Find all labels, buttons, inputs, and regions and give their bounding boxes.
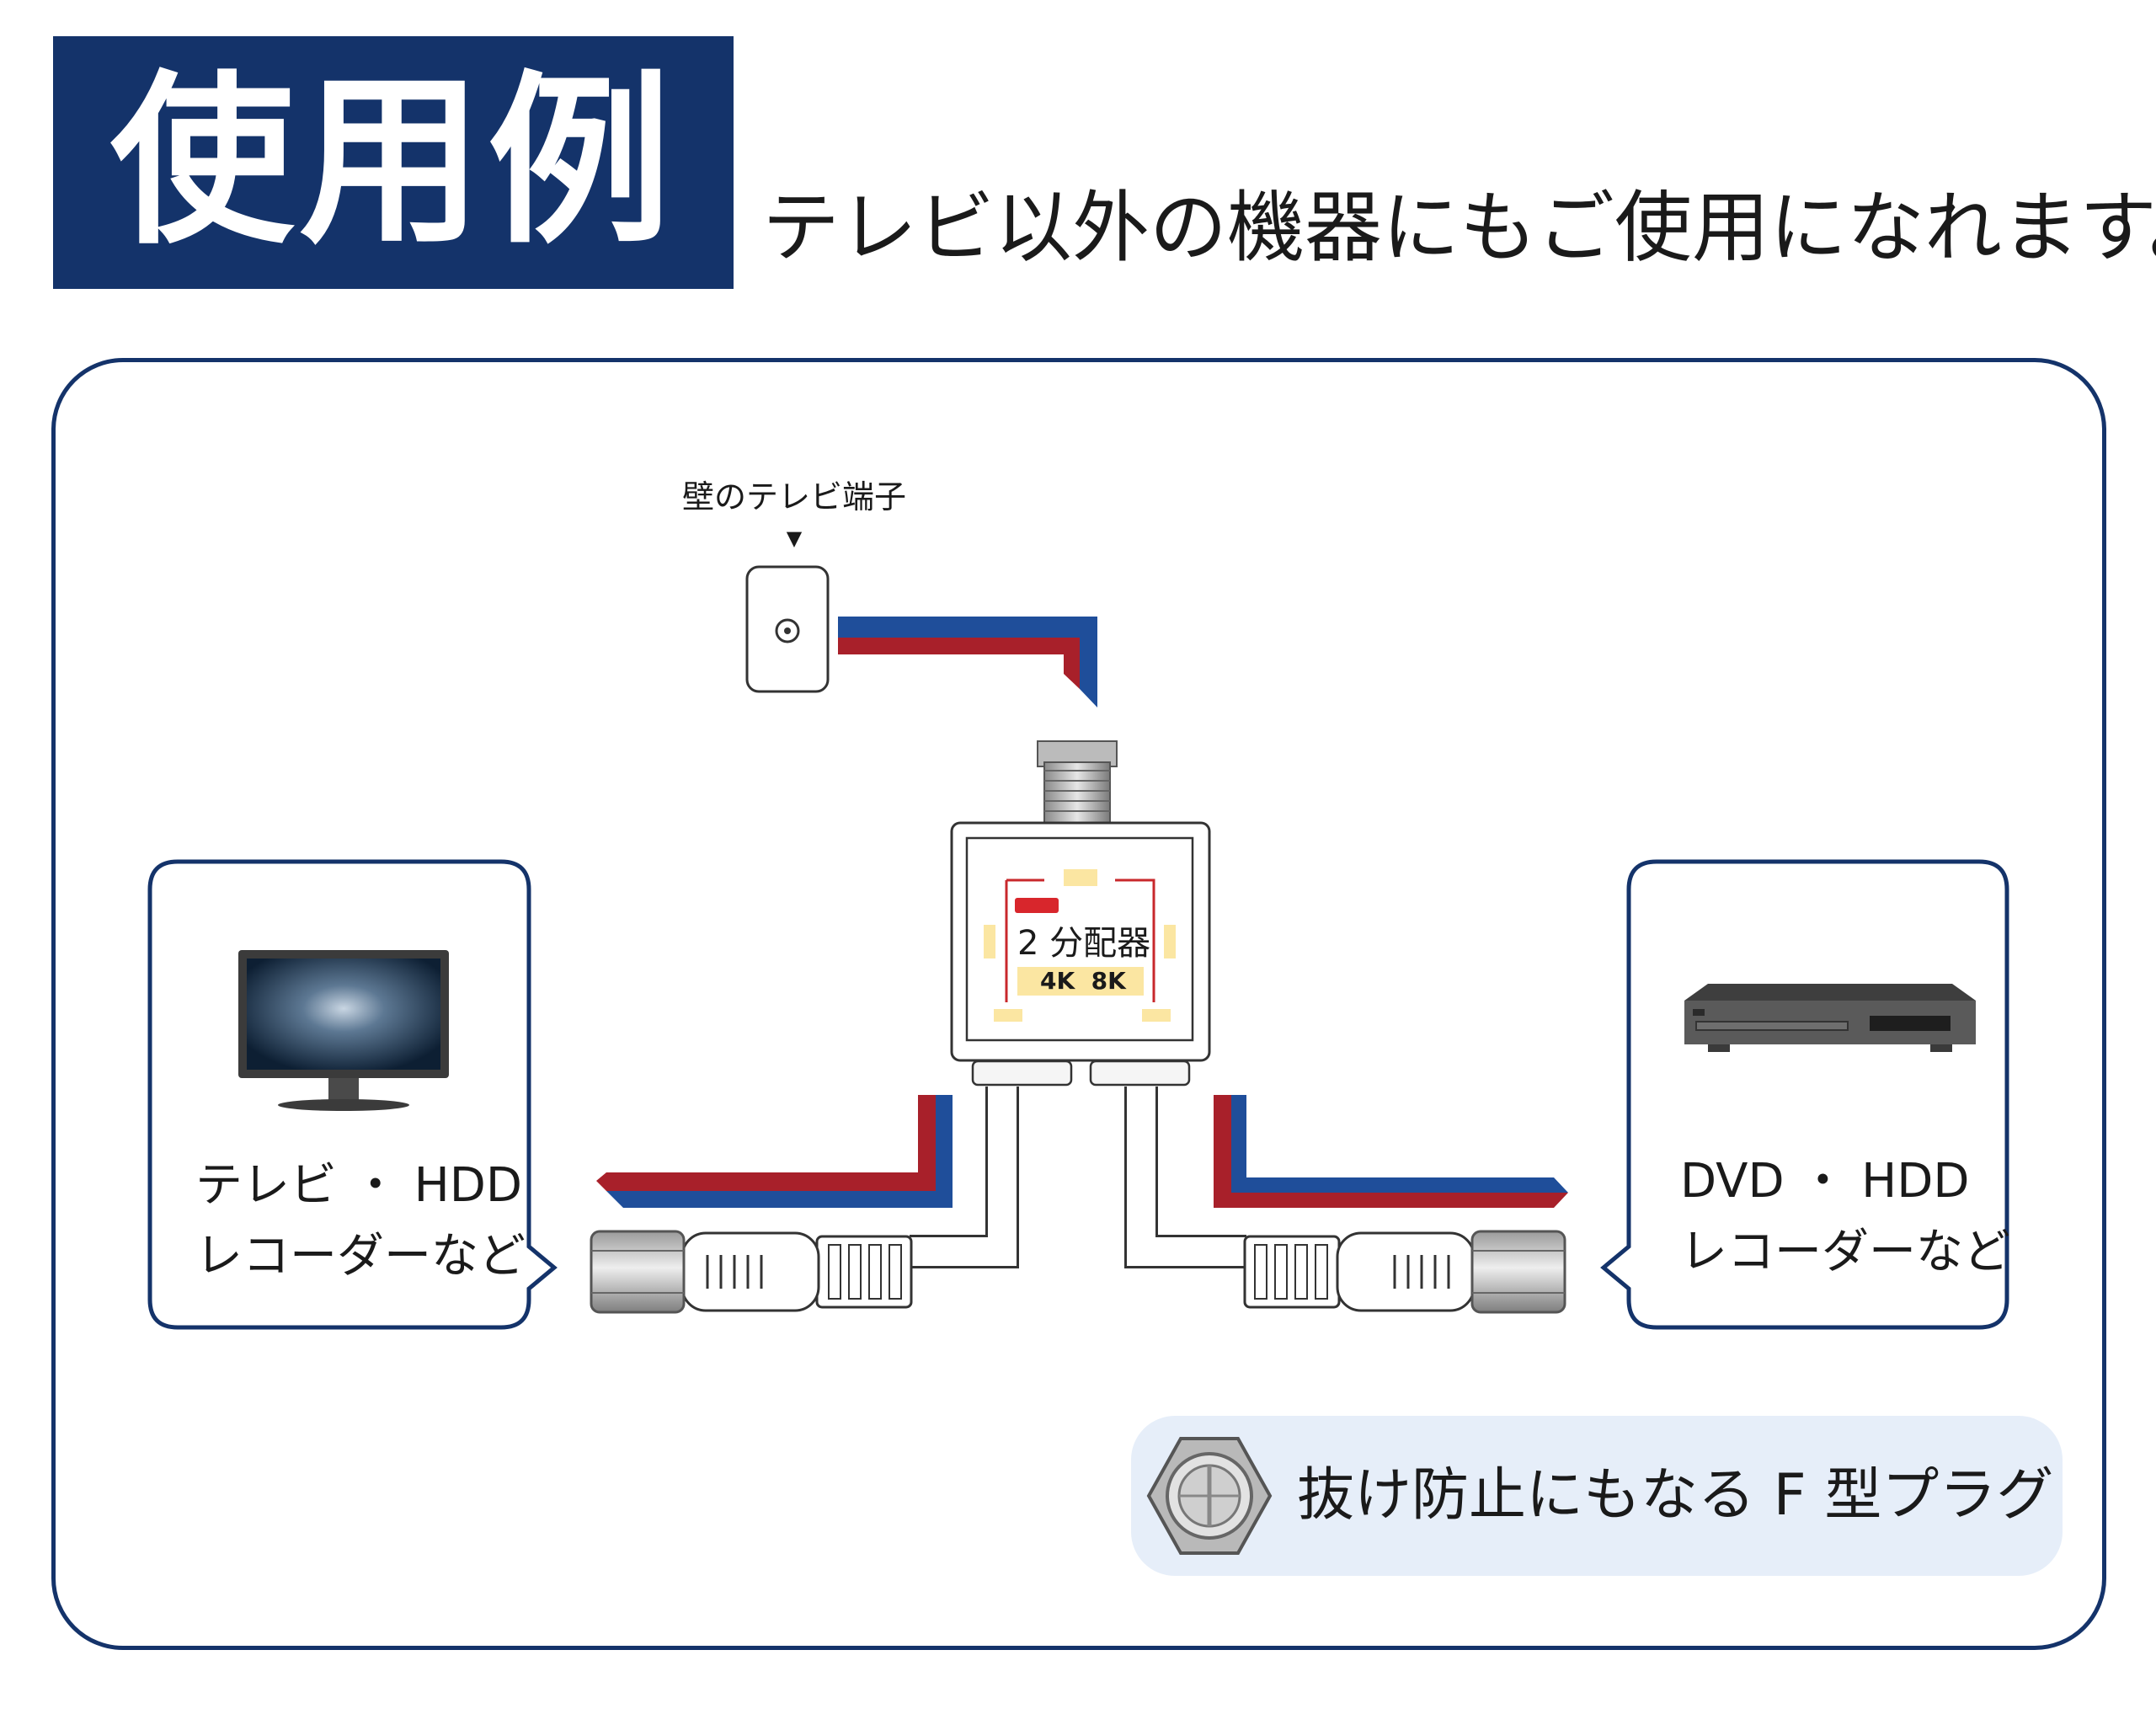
right-device-callout	[1600, 859, 2009, 1330]
diagram-panel	[51, 358, 2106, 1650]
right-device-label-line1: DVD ・ HDD	[1680, 1154, 1970, 1209]
down-arrow-marker: ▼	[786, 526, 803, 550]
splitter-resolution-badge: 4K 8K	[1040, 967, 1126, 995]
splitter-body	[950, 821, 1211, 1087]
right-device-label: DVD ・ HDD レコーダーなど	[1680, 1146, 2010, 1288]
page-subtitle: テレビ以外の機器にもご使用になれます。	[762, 183, 2156, 273]
page-title: 使用例	[110, 56, 676, 269]
cable-left	[910, 1087, 1019, 1268]
splitter-name: 2 分配器	[1017, 924, 1151, 963]
signal-arrow-right	[1214, 1095, 1568, 1208]
title-banner: 使用例	[53, 36, 734, 289]
plug-left	[590, 1230, 913, 1314]
feature-label: 抜け防止にもなる F 型プラグ	[1297, 1462, 2054, 1529]
wall-outlet-label-text: 壁のテレビ端子	[682, 478, 907, 515]
dvd-player-icon	[1684, 984, 1976, 1052]
feature-callout	[1131, 1416, 2063, 1576]
splitter-input-connector	[1037, 740, 1118, 824]
wall-outlet	[745, 565, 830, 693]
signal-arrow-top	[838, 617, 1097, 707]
signal-arrow-left	[596, 1095, 953, 1208]
f-type-plug-icon	[1146, 1437, 1273, 1555]
left-device-label: テレビ ・ HDD レコーダーなど	[195, 1151, 526, 1292]
tv-icon	[238, 950, 449, 1111]
wall-outlet-label: 壁のテレビ端子 ▼	[682, 478, 907, 550]
plug-right	[1243, 1230, 1566, 1314]
left-device-label-line1: テレビ ・ HDD	[195, 1158, 522, 1213]
cable-right	[1124, 1087, 1246, 1268]
right-device-label-line2: レコーダーなど	[1680, 1225, 2010, 1279]
left-device-label-line2: レコーダーなど	[195, 1229, 526, 1284]
